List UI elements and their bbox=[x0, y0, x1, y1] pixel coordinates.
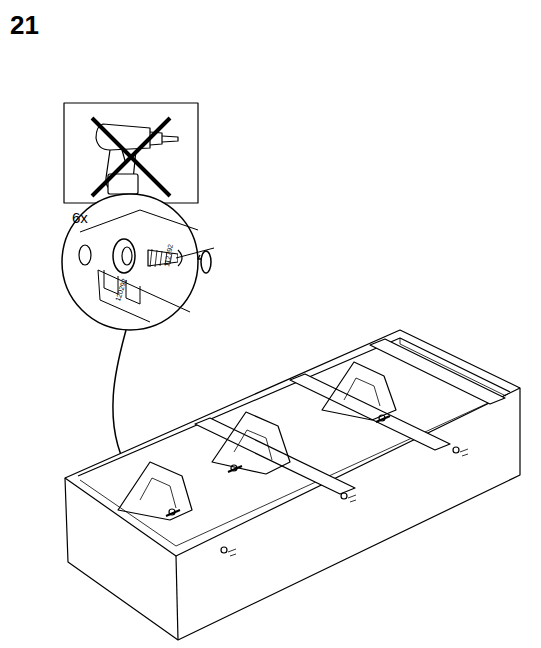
quantity: 6x bbox=[72, 210, 88, 225]
prohibited-cross bbox=[92, 118, 170, 196]
detail-callout bbox=[62, 194, 214, 330]
step-number: 21 bbox=[10, 12, 39, 38]
warning-box bbox=[64, 103, 198, 203]
drawer-box bbox=[65, 330, 520, 640]
